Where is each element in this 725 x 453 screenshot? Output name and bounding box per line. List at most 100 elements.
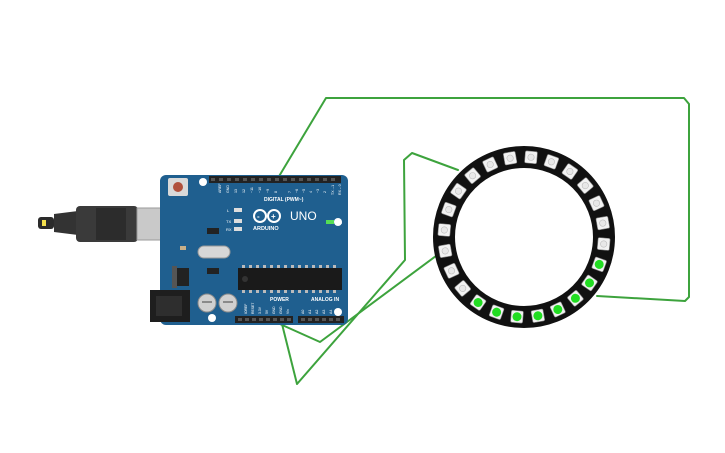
crystal-oscillator [197, 245, 231, 259]
pixel [503, 151, 518, 166]
pin-label: A1 [308, 310, 312, 314]
pin-label: 13 [234, 189, 238, 193]
pin-label: IOREF [244, 304, 248, 314]
pixel-lit [591, 256, 607, 272]
pin-label: 4 [309, 191, 313, 193]
digital-pin-row [211, 178, 335, 181]
pixel [437, 223, 451, 237]
wire-5v-to-ring[interactable] [278, 152, 459, 385]
led-on [326, 220, 334, 224]
wire-gnd-to-ring[interactable] [270, 249, 445, 343]
pin-label: ~6 [295, 189, 299, 193]
pin-label: A3 [322, 310, 326, 314]
smd-component [180, 246, 186, 250]
led-rx [234, 227, 242, 231]
led-tx [234, 219, 242, 223]
pin-label: A0 [301, 310, 305, 314]
analog-label: ANALOG IN [311, 297, 339, 303]
pixel [454, 280, 471, 297]
power-jack-face [156, 296, 182, 316]
pin-label: ~3 [316, 189, 320, 193]
pixel [588, 195, 605, 211]
wires [270, 97, 690, 385]
wire-data-to-ring-out[interactable] [277, 97, 690, 302]
pin-label: GND [226, 185, 230, 193]
pin-label: 12 [242, 189, 246, 193]
pixel-lit [530, 308, 545, 323]
mount-hole [199, 178, 207, 186]
pin-label: A4 [329, 310, 333, 314]
led-label-tx: TX [226, 219, 231, 224]
power-pin-labels: IOREF RESET 3.3V 5V GND GND Vin [244, 303, 290, 314]
analog-pin-labels: A0 A1 A2 A3 A4 A5 [301, 310, 340, 314]
smd-component [207, 228, 219, 234]
pin-label: Vin [286, 309, 290, 314]
pixel [543, 154, 559, 170]
pixel [482, 156, 498, 173]
chip-pins-bottom [242, 290, 336, 293]
pixel-lit [567, 290, 584, 307]
capacitor-mark [202, 301, 212, 303]
power-label: POWER [270, 297, 289, 303]
pixel-lit [489, 304, 505, 320]
pixel-lit [550, 301, 566, 318]
pin-label: ~9 [266, 189, 270, 193]
arduino-uno-board[interactable]: AREF GND 13 12 ~11 ~10 ~9 8 7 ~6 ~5 4 ~3… [150, 175, 348, 325]
power-header [235, 316, 293, 323]
pin-label: ~10 [258, 187, 262, 193]
pixel [577, 177, 594, 194]
mount-hole [334, 308, 342, 316]
led-label-rx: RX [226, 227, 232, 232]
pixel [441, 202, 457, 218]
chip-pins-top [242, 265, 336, 268]
pixel [597, 237, 611, 251]
pin-label: GND [272, 306, 276, 314]
analog-header [298, 316, 344, 323]
led-label-l: L [227, 208, 230, 213]
brand-label: ARDUINO [253, 226, 279, 232]
mount-hole [334, 218, 342, 226]
mount-hole [208, 314, 216, 322]
pixel [524, 150, 538, 164]
pin-label: 2 [323, 191, 327, 193]
pixel [464, 167, 481, 184]
pin-label: TX→1 [331, 185, 335, 195]
model-label: UNO [290, 209, 317, 223]
reset-button[interactable] [173, 182, 183, 192]
led-l [234, 208, 242, 212]
neopixel-ring[interactable] [433, 146, 615, 328]
pin-label: A5 [336, 310, 340, 314]
pin-label: ~11 [250, 187, 254, 193]
bottom-pin-row [238, 318, 340, 321]
usb-plug-grip [96, 208, 126, 240]
digital-pin-labels: AREF GND 13 12 ~11 ~10 ~9 8 7 ~6 ~5 4 ~3… [218, 183, 342, 195]
pixel [438, 243, 453, 258]
pixel-lit [510, 310, 524, 324]
atmega-chip [238, 268, 342, 290]
chip-notch [242, 276, 248, 282]
pin-label: 5V [265, 309, 269, 314]
arduino-logo [253, 209, 281, 223]
pin-label: AREF [218, 183, 222, 193]
pixel [443, 263, 460, 279]
smd-component [207, 268, 219, 274]
pin-label: RESET [251, 303, 255, 314]
pixel-lit [581, 274, 598, 291]
voltage-regulator [175, 268, 189, 286]
pin-label: 3.3V [258, 306, 262, 314]
usb-cable-tip [42, 220, 46, 226]
ring-pcb [433, 146, 615, 328]
pin-label: 7 [288, 191, 292, 193]
capacitor-mark [223, 301, 233, 303]
regulator-tab [172, 266, 177, 288]
on-label: ON [336, 220, 342, 225]
pin-label: A2 [315, 310, 319, 314]
logo-plus: + [271, 212, 276, 221]
pin-label: ~5 [302, 189, 306, 193]
digital-label: DIGITAL (PWM~) [264, 197, 304, 203]
logo-minus: - [257, 212, 260, 221]
pixel [561, 163, 578, 180]
pin-label: RX←0 [338, 184, 342, 195]
ring-pixels [437, 150, 611, 324]
